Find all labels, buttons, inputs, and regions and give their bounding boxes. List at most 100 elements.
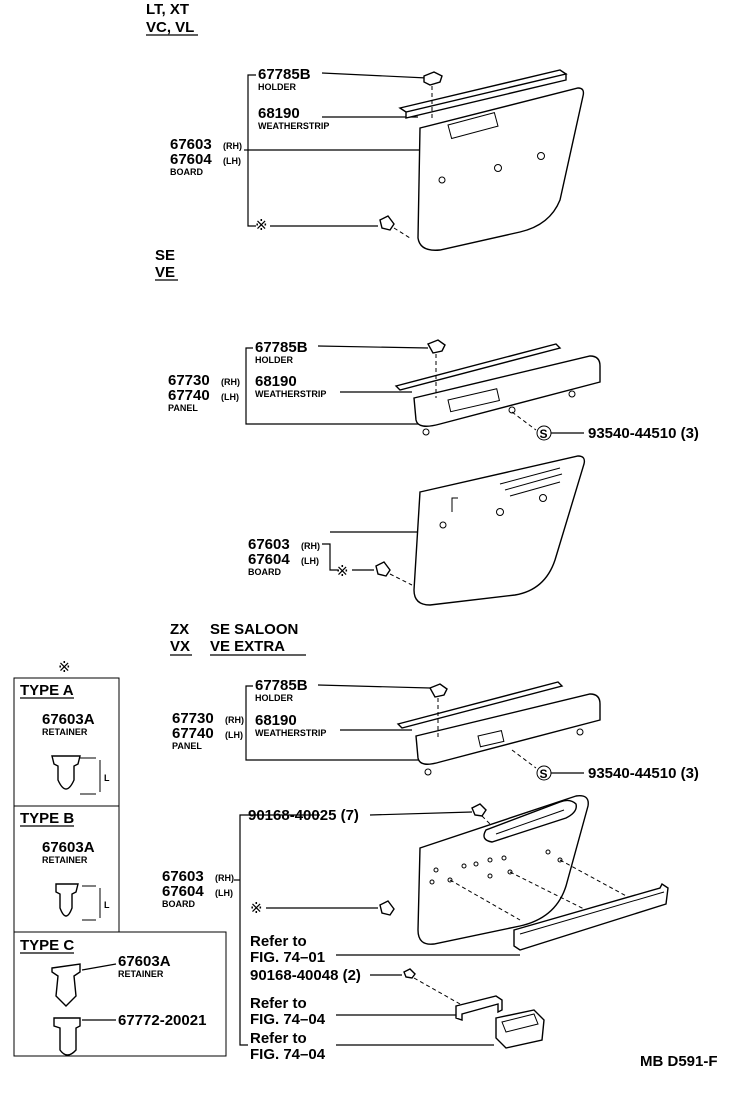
variant-label: VE: [155, 264, 175, 281]
board-bracket: [451, 497, 458, 512]
type-b-title: TYPE B: [20, 810, 74, 827]
board-hole: [537, 152, 545, 160]
dimension-label: L: [104, 900, 110, 910]
bolt-part: [403, 968, 416, 979]
panel-part: [415, 693, 601, 765]
leader: [369, 811, 473, 816]
part-number-holder: 67785B: [255, 677, 308, 694]
variant-label: SE SALOON: [210, 621, 298, 638]
assembly-line: [393, 227, 411, 239]
part-name-weatherstrip: WEATHERSTRIP: [255, 728, 326, 738]
board-hole: [539, 494, 547, 502]
dimension-label: L: [104, 773, 110, 783]
clip-part: [379, 900, 395, 916]
part-number-bolt: 90168-40025 (7): [248, 807, 359, 824]
board-hole: [496, 508, 504, 516]
leader: [317, 345, 429, 349]
side-tag-rh: (RH): [301, 541, 320, 551]
part-number-holder: 67785B: [258, 66, 311, 83]
section-3: ZX SE SALOON VX VE EXTRA 67785B HOLDER 6…: [162, 621, 699, 1063]
part-number-weatherstrip: 68190: [258, 105, 300, 122]
panel-tab: [508, 406, 516, 414]
panel-opening: [477, 730, 505, 748]
part-number-screw: 93540-44510 (3): [588, 425, 699, 442]
assembly-line: [481, 815, 493, 827]
side-tag-lh: (LH): [301, 556, 319, 566]
clip-part: [375, 561, 391, 577]
part-number-board-lh: 67604: [170, 151, 212, 168]
dimension-line: [82, 885, 101, 921]
part-number-weatherstrip: 68190: [255, 373, 297, 390]
panel-tab: [424, 768, 432, 776]
grommet-icon: [53, 1017, 81, 1056]
type-a-part-name: RETAINER: [42, 727, 88, 737]
side-tag-lh: (LH): [225, 730, 243, 740]
reference-line1: Refer to: [250, 933, 307, 950]
holder-part: [429, 683, 448, 698]
section-2: SE VE 67785B HOLDER 67730 (RH) 67740 (LH…: [155, 247, 699, 606]
legend-mark: ※: [58, 659, 71, 676]
armrest-grip: [483, 799, 577, 843]
callout-bracket: [245, 347, 420, 425]
retainer-a-icon: [51, 755, 81, 790]
part-name-holder: HOLDER: [255, 693, 294, 703]
part-number-bolt: 90168-40048 (2): [250, 967, 361, 984]
part-name-panel: PANEL: [172, 741, 202, 751]
part-name-weatherstrip: WEATHERSTRIP: [258, 121, 329, 131]
side-tag-lh: (LH): [221, 392, 239, 402]
pocket-recess: [501, 1013, 539, 1033]
reference-line1: Refer to: [250, 1030, 307, 1047]
reference-line2: FIG. 74–04: [250, 1011, 326, 1028]
type-c-part-number: 67603A: [118, 953, 171, 970]
clip-type-legend: ※ TYPE A 67603A RETAINER L TYPE B 67603A…: [13, 659, 227, 1057]
reference-line2: FIG. 74–04: [250, 1046, 326, 1063]
part-number-panel-lh: 67740: [172, 725, 214, 742]
side-tag-rh: (RH): [223, 141, 242, 151]
side-tag-lh: (LH): [215, 888, 233, 898]
leader: [321, 72, 428, 79]
figure-code: MB D591-F: [640, 1053, 718, 1070]
board-hole: [439, 521, 447, 529]
clip-mark: ※: [336, 563, 349, 580]
part-name-board: BOARD: [170, 167, 203, 177]
board-hole: [494, 164, 502, 172]
assembly-line: [389, 573, 413, 586]
screw-mark: S: [540, 427, 548, 441]
part-name-board: BOARD: [248, 567, 281, 577]
part-number-weatherstrip: 68190: [255, 712, 297, 729]
type-c-box: [13, 931, 227, 1057]
callout-bracket: [245, 685, 420, 761]
holder-part: [427, 339, 446, 354]
screw-mark: S: [540, 767, 548, 781]
type-a-part-number: 67603A: [42, 711, 95, 728]
part-number-panel-rh: 67730: [172, 710, 214, 727]
weatherstrip-part: [396, 681, 564, 729]
section-1: LT, XT VC, VL 67785B HOLDER 68190 WEATHE…: [146, 1, 585, 251]
type-b-part-name: RETAINER: [42, 855, 88, 865]
part-name-holder: HOLDER: [255, 355, 294, 365]
panel-tab: [576, 728, 584, 736]
part-number-board-rh: 67603: [170, 136, 212, 153]
part-number-board-lh: 67604: [162, 883, 204, 900]
board-opening: [447, 111, 499, 140]
part-name-panel: PANEL: [168, 403, 198, 413]
variant-label: VX: [170, 638, 190, 655]
weatherstrip-part: [398, 69, 568, 119]
type-b-part-number: 67603A: [42, 839, 95, 856]
part-number-panel-rh: 67730: [168, 372, 210, 389]
part-number-board-rh: 67603: [162, 868, 204, 885]
part-name-board: BOARD: [162, 899, 195, 909]
variant-label: LT, XT: [146, 1, 189, 18]
variant-label: VC, VL: [146, 19, 194, 36]
variant-label: SE: [155, 247, 175, 264]
holder-part: [423, 71, 443, 86]
variant-label: ZX: [170, 621, 189, 638]
panel-tab: [422, 428, 430, 436]
part-number-holder: 67785B: [255, 339, 308, 356]
dimension-line: [80, 757, 101, 795]
part-name-holder: HOLDER: [258, 82, 297, 92]
side-tag-rh: (RH): [225, 715, 244, 725]
part-number-board-lh: 67604: [248, 551, 290, 568]
board-part: [413, 455, 586, 606]
